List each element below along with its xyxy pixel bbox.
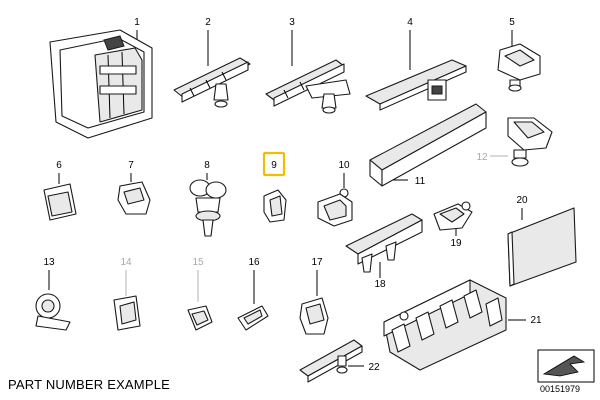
part-1-label: 1 (134, 17, 140, 28)
part-12-label: 12 (476, 152, 488, 163)
part-18-label: 18 (374, 279, 386, 290)
part-5[interactable]: 5 (497, 17, 541, 92)
part-12[interactable]: 12 (476, 117, 553, 167)
caption: PART NUMBER EXAMPLE (8, 377, 171, 392)
part-17[interactable]: 17 (299, 257, 329, 335)
drawing-reference (537, 349, 595, 383)
part-21[interactable]: 21 (383, 279, 542, 371)
part-1[interactable]: 1 (49, 17, 153, 139)
part-15-label: 15 (192, 257, 204, 268)
part-21-label: 21 (530, 315, 542, 326)
reference-number: 00151979 (540, 384, 581, 394)
part-19[interactable]: 19 (433, 201, 473, 249)
part-9-label: 9 (271, 160, 277, 171)
part-2[interactable]: 2 (173, 17, 251, 108)
part-9[interactable]: 9 (262, 151, 287, 223)
part-17-label: 17 (311, 257, 323, 268)
part-8[interactable]: 8 (189, 160, 227, 237)
part-20[interactable]: 20 (507, 195, 577, 287)
part-20-label: 20 (516, 195, 528, 206)
part-13[interactable]: 13 (35, 257, 71, 331)
part-19-label: 19 (450, 238, 462, 249)
arrow-icon (542, 355, 586, 377)
part-6-label: 6 (56, 160, 62, 171)
part-8-label: 8 (204, 160, 210, 171)
part-3[interactable]: 3 (265, 17, 351, 114)
part-4-label: 4 (407, 17, 413, 28)
part-3-label: 3 (289, 17, 295, 28)
part-22[interactable]: 22 (299, 339, 380, 383)
part-11-label: 11 (415, 176, 426, 187)
part-15[interactable]: 15 (187, 257, 213, 331)
part-6[interactable]: 6 (43, 160, 77, 221)
part-11[interactable]: 11 (369, 103, 487, 187)
part-10[interactable]: 10 (317, 160, 353, 227)
part-16[interactable]: 16 (237, 257, 269, 331)
part-4[interactable]: 4 (365, 17, 467, 111)
part-14-label: 14 (120, 257, 132, 268)
part-5-label: 5 (509, 17, 515, 28)
part-13-label: 13 (43, 257, 55, 268)
part-14[interactable]: 14 (113, 257, 141, 331)
part-18[interactable]: 18 (345, 213, 423, 290)
part-22-label: 22 (368, 362, 380, 373)
part-7-label: 7 (128, 160, 134, 171)
part-7[interactable]: 7 (117, 160, 151, 215)
part-16-label: 16 (248, 257, 260, 268)
part-10-label: 10 (338, 160, 350, 171)
highlight-box (262, 151, 286, 177)
part-2-label: 2 (205, 17, 211, 28)
